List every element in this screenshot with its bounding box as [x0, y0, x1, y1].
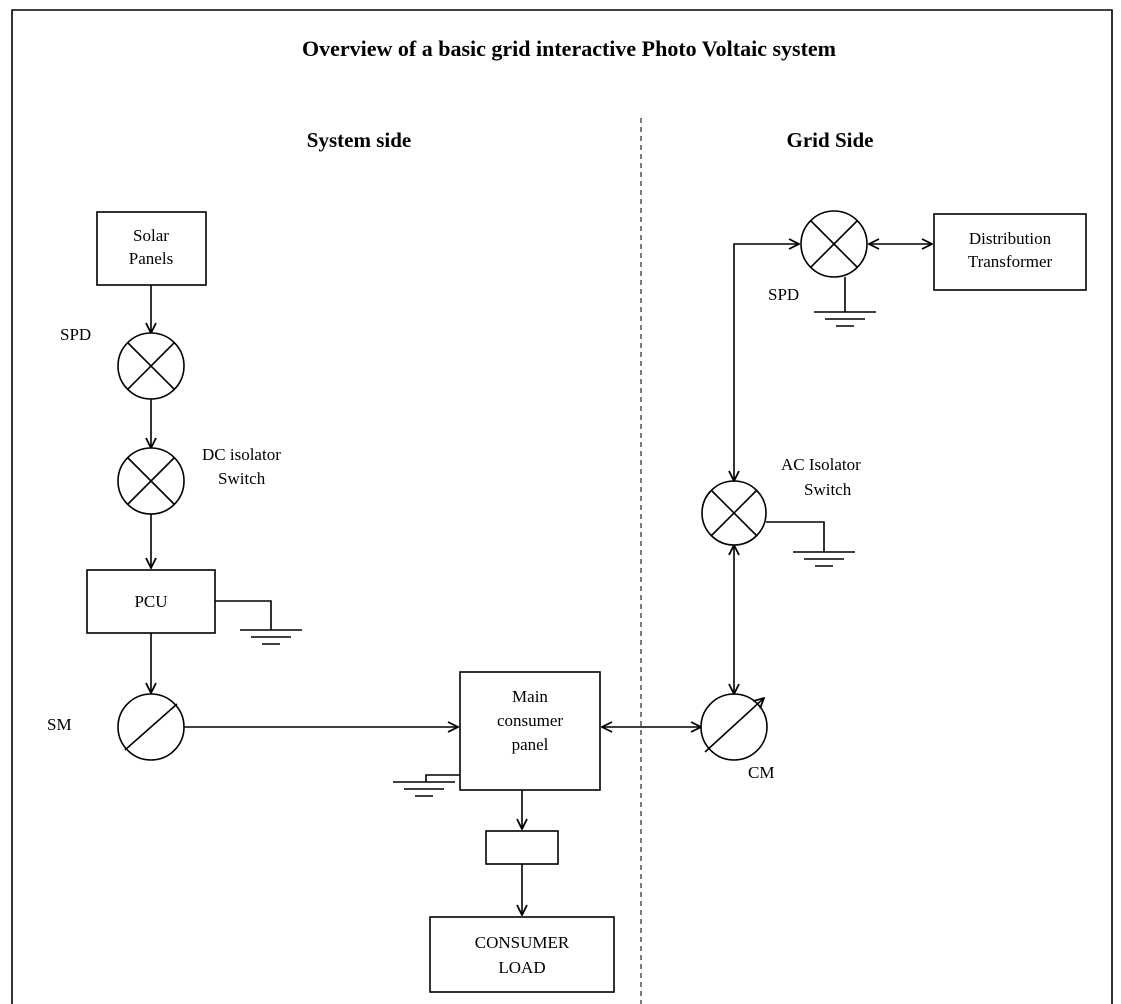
grid-side-heading: Grid Side: [787, 128, 874, 152]
sm-meter-symbol: [117, 693, 185, 761]
sm-label: SM: [47, 715, 72, 734]
pcu-label: PCU: [134, 592, 167, 611]
transformer-label-line1: Distribution: [969, 229, 1052, 248]
ac-isolator-switch-symbol: [701, 480, 767, 546]
spd-grid-label: SPD: [768, 285, 799, 304]
dc-isolator-label-line2: Switch: [218, 469, 266, 488]
distribution-transformer-box: Distribution Transformer: [933, 213, 1087, 291]
consumer-load-box: CONSUMER LOAD: [429, 916, 615, 993]
consumer-load-label-line1: CONSUMER: [475, 933, 570, 952]
solar-panels-label-line2: Panels: [129, 249, 173, 268]
pcu-box: PCU: [86, 569, 216, 634]
spd-grid-ground-icon: [814, 277, 876, 327]
spd-system-label: SPD: [60, 325, 91, 344]
ac-isolator-label-line2: Switch: [804, 480, 852, 499]
system-side-heading: System side: [307, 128, 411, 152]
main-consumer-panel-box: Main consumer panel: [459, 671, 601, 791]
main-panel-label-line3: panel: [512, 735, 549, 754]
main-panel-label-line1: Main: [512, 687, 548, 706]
transformer-label-line2: Transformer: [968, 252, 1053, 271]
ac-isolator-ground-icon: [766, 521, 855, 567]
solar-panels-box: Solar Panels: [96, 211, 207, 286]
ac-isolator-label-line1: AC Isolator: [781, 455, 861, 474]
consumer-load-label-line2: LOAD: [498, 958, 545, 977]
dc-isolator-switch-symbol: [117, 447, 185, 515]
fuse-box: [485, 830, 559, 865]
cm-meter-symbol: [700, 693, 768, 761]
dc-isolator-label-line1: DC isolator: [202, 445, 281, 464]
cm-label: CM: [748, 763, 774, 782]
spd-system-symbol: [117, 332, 185, 400]
diagram-frame: [11, 9, 1113, 1004]
main-panel-label-line2: consumer: [497, 711, 563, 730]
spd-grid-symbol: [800, 210, 868, 278]
main-panel-ground-icon: [393, 774, 460, 797]
diagram-title: Overview of a basic grid interactive Pho…: [302, 36, 836, 61]
solar-panels-label-line1: Solar: [133, 226, 169, 245]
pcu-ground-icon: [215, 600, 302, 645]
ac-isolator-spd-connection: [734, 244, 799, 481]
